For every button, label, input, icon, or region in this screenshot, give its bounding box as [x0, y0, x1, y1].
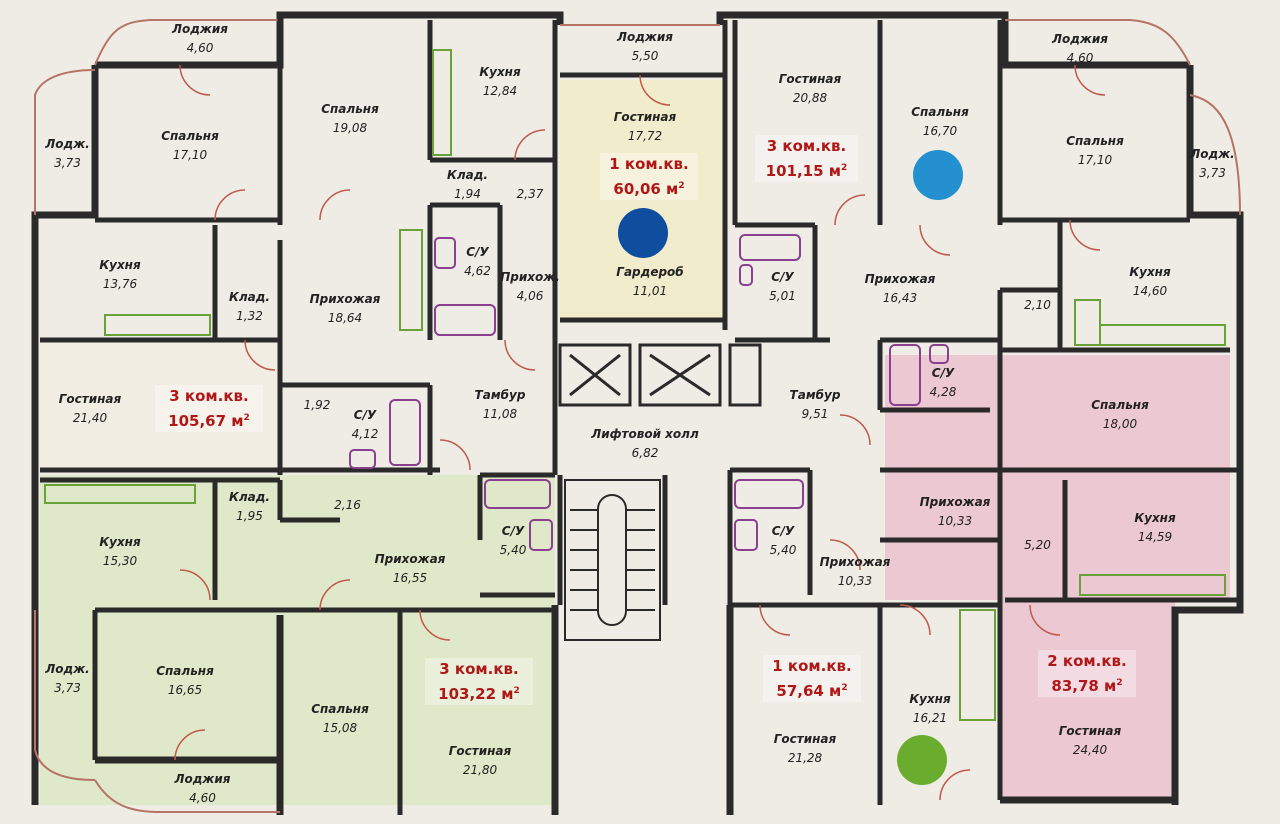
room-storage-left-lower: Клад.1,95 — [229, 490, 270, 523]
room-loggia-right-upper: Лодж.3,73 — [1190, 147, 1235, 180]
room-storage-left-upper: Клад.1,32 — [229, 290, 270, 323]
room-loggia-left-upper: Лодж.3,73 — [45, 137, 90, 170]
room-loggia-left-lower: Лодж.3,73 — [45, 662, 90, 695]
apartment-label-3room-left: 3 ком.кв.105,67 м2 — [155, 385, 263, 432]
apartment-label-3room-top-right: 3 ком.кв.101,15 м2 — [755, 135, 858, 182]
staircase — [564, 479, 661, 641]
zone-fills — [40, 80, 1230, 805]
kitchen-counters — [44, 49, 1226, 721]
room-storage-right-upper: 2,10 — [1024, 298, 1051, 312]
blue-light-dot-marker — [913, 150, 963, 200]
room-wc-left: 1,92 — [303, 398, 331, 412]
room-corridor-520: 5,20 — [1024, 538, 1051, 552]
green-dot-marker — [897, 735, 947, 785]
apartment-label-2room-bottom-right: 2 ком.кв.83,78 м2 — [1038, 650, 1136, 697]
interior-walls — [40, 15, 1240, 815]
door-swings — [174, 64, 1106, 801]
fixtures — [349, 234, 949, 551]
room-hall-small: Прихож.4,06 — [500, 270, 560, 303]
loggia-outlines — [34, 19, 1241, 813]
apartment-label-1room-top: 1 ком.кв.60,06 м2 — [600, 153, 698, 200]
room-wc-left-lower: 2,16 — [334, 498, 361, 512]
blue-dark-dot-marker — [618, 208, 668, 258]
room-storage-top: Клад.1,94 — [447, 168, 488, 201]
apartment-label-1room-bottom: 1 ком.кв.57,64 м2 — [763, 655, 861, 702]
room-corridor-237: 2,37 — [516, 187, 544, 201]
lift-shafts — [558, 343, 762, 407]
apartment-label-3room-bottom-left: 3 ком.кв.103,22 м2 — [425, 658, 533, 705]
